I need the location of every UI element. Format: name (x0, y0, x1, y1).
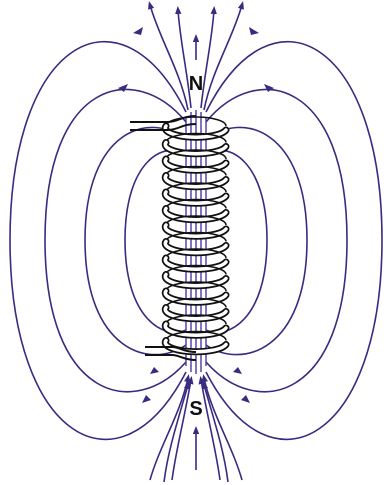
solenoid-coil (165, 117, 226, 352)
north-pole-label: N (189, 73, 203, 95)
arrow-icon (241, 395, 250, 403)
arrow-icon (249, 27, 259, 35)
arrow-icon (118, 84, 128, 92)
field-loop-left-outer (10, 42, 186, 440)
arrow-icon (233, 367, 242, 374)
arrow-icon (150, 367, 159, 374)
arrow-icon (142, 395, 151, 403)
open-field-lines-bottom (150, 378, 242, 482)
field-loop-right-core (206, 150, 267, 332)
field-loop-right-inner (206, 127, 307, 354)
arrow-icon (133, 27, 143, 35)
field-loop-left-inner (85, 127, 186, 354)
arrow-icon (264, 84, 274, 92)
south-pole-label: S (189, 398, 202, 420)
field-loop-left-core (125, 150, 186, 332)
field-loop-right-outer (206, 42, 382, 440)
